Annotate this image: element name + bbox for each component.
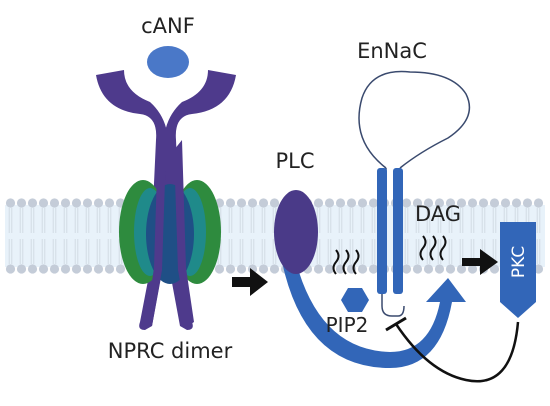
ennac-channel bbox=[358, 70, 471, 317]
pip2-label: PIP2 bbox=[326, 313, 369, 337]
canf-label: cANF bbox=[141, 14, 195, 38]
canf-ligand bbox=[147, 46, 189, 78]
pkc-inhibition-line bbox=[394, 321, 520, 383]
pip2-hexagon-icon bbox=[341, 288, 369, 312]
pathway-curved-arrow bbox=[282, 262, 466, 368]
pkc-kinase bbox=[500, 222, 536, 318]
pkc-label: PKC bbox=[509, 246, 529, 278]
plc-enzyme bbox=[274, 190, 318, 274]
pkc-activation-arrow-icon bbox=[462, 249, 498, 275]
nprc-dimer-receptor bbox=[96, 70, 236, 330]
inhibition-bar bbox=[385, 316, 407, 332]
dag-squiggles-right bbox=[419, 235, 447, 261]
plc-label: PLC bbox=[275, 149, 314, 173]
ennac-label: EnNaC bbox=[357, 39, 427, 63]
activation-arrow-icon bbox=[232, 268, 268, 296]
dag-squiggles-left bbox=[332, 249, 360, 275]
dag-label: DAG bbox=[415, 202, 461, 226]
nprc-dimer-label: NPRC dimer bbox=[108, 339, 233, 363]
